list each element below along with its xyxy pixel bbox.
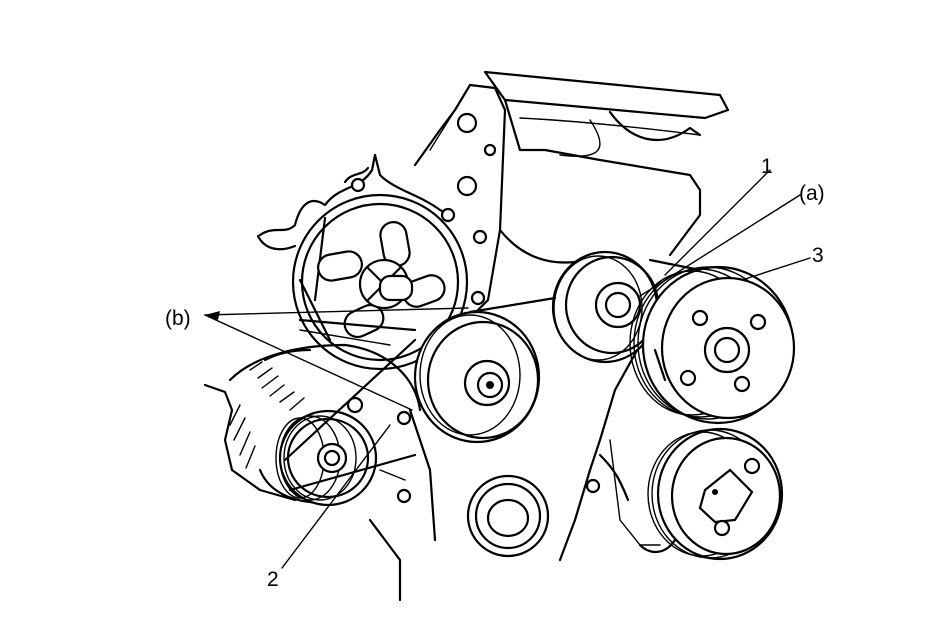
seal-ring bbox=[466, 474, 550, 558]
callout-label-1: 1 bbox=[761, 155, 773, 178]
callout-label-2: 2 bbox=[267, 568, 279, 591]
power-steering-pulley bbox=[638, 427, 784, 561]
callout-label-a: (a) bbox=[799, 182, 825, 205]
leader-lines bbox=[204, 169, 811, 569]
crank-pulley bbox=[629, 265, 796, 425]
callout-label-b: (b) bbox=[165, 307, 191, 330]
water-pump-pulley bbox=[291, 193, 469, 371]
callout-label-3: 3 bbox=[812, 244, 824, 267]
alternator bbox=[203, 343, 422, 507]
engine-block-outline bbox=[368, 70, 730, 602]
upper-bracket bbox=[256, 153, 456, 251]
idler-pulley bbox=[413, 310, 541, 444]
